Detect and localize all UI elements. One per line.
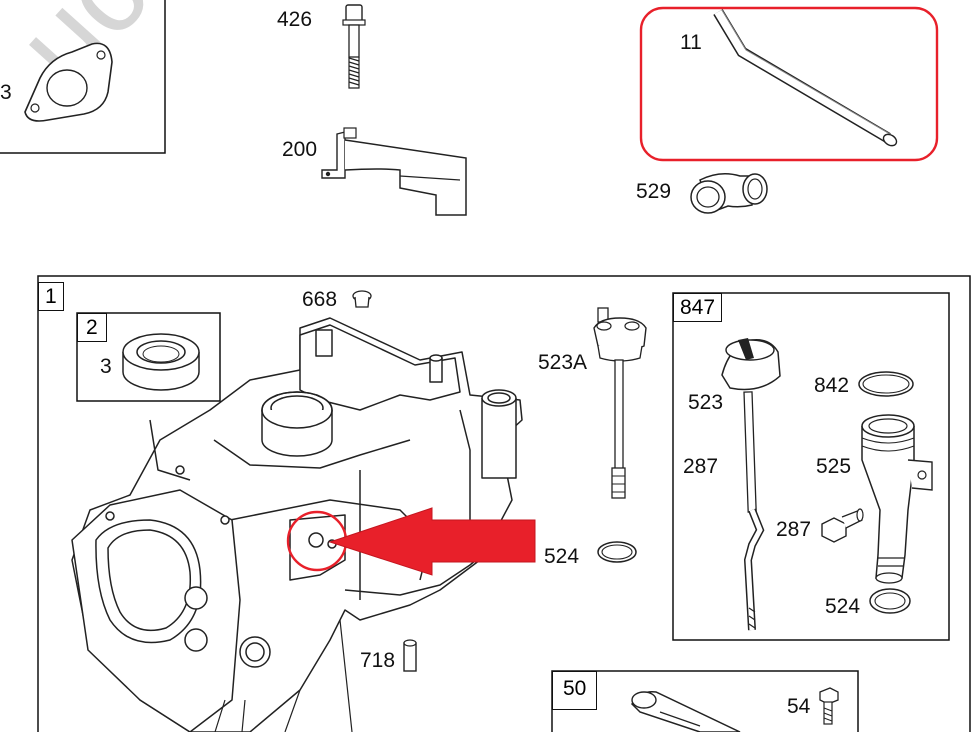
- callout-box-50: 50: [552, 671, 598, 710]
- label-3-seal: 3: [100, 355, 112, 378]
- dipstick-523: [721, 338, 781, 631]
- oring-524-b: [869, 588, 911, 614]
- label-668: 668: [302, 288, 338, 311]
- bolt-54: [819, 687, 839, 725]
- tube-525: [861, 414, 933, 584]
- callout-box-2: 2: [77, 313, 107, 342]
- label-524-b: 524: [825, 595, 861, 618]
- callout-box-847: 847: [673, 293, 723, 322]
- label-718: 718: [360, 649, 396, 672]
- box-50: [551, 670, 859, 732]
- label-11: 11: [680, 31, 702, 54]
- callout-box-1: 1: [38, 282, 64, 311]
- elbow-529: [690, 173, 768, 214]
- label-287-b: 287: [776, 518, 812, 541]
- dipstick-523a: [593, 307, 647, 499]
- gasket-box: [0, 0, 166, 154]
- seal-3: [122, 333, 200, 391]
- main-box-1: [37, 275, 971, 732]
- label-524-a: 524: [544, 545, 580, 568]
- pin-718: [403, 639, 417, 672]
- bolt-287: [821, 508, 864, 543]
- label-426: 426: [277, 8, 313, 31]
- label-54: 54: [787, 695, 811, 718]
- tube-11: [713, 9, 898, 147]
- highlight-box-11: [639, 6, 939, 162]
- tube-50: [631, 691, 741, 732]
- plug-668: [352, 290, 372, 308]
- oring-842: [858, 371, 914, 397]
- label-525: 525: [816, 455, 852, 478]
- label-3-top: 3: [0, 81, 12, 104]
- gasket-part: [24, 42, 113, 122]
- label-523: 523: [688, 391, 724, 414]
- label-842: 842: [814, 374, 850, 397]
- label-287-a: 287: [683, 455, 719, 478]
- baffle-200: [321, 127, 467, 216]
- crankcase: [71, 317, 523, 732]
- label-529: 529: [636, 180, 672, 203]
- box-847: [672, 292, 950, 641]
- seal-box-2: [76, 312, 221, 402]
- label-200: 200: [282, 138, 318, 161]
- bolt-426: [342, 4, 366, 89]
- label-523a: 523A: [538, 351, 588, 374]
- highlight-arrow: [328, 507, 536, 576]
